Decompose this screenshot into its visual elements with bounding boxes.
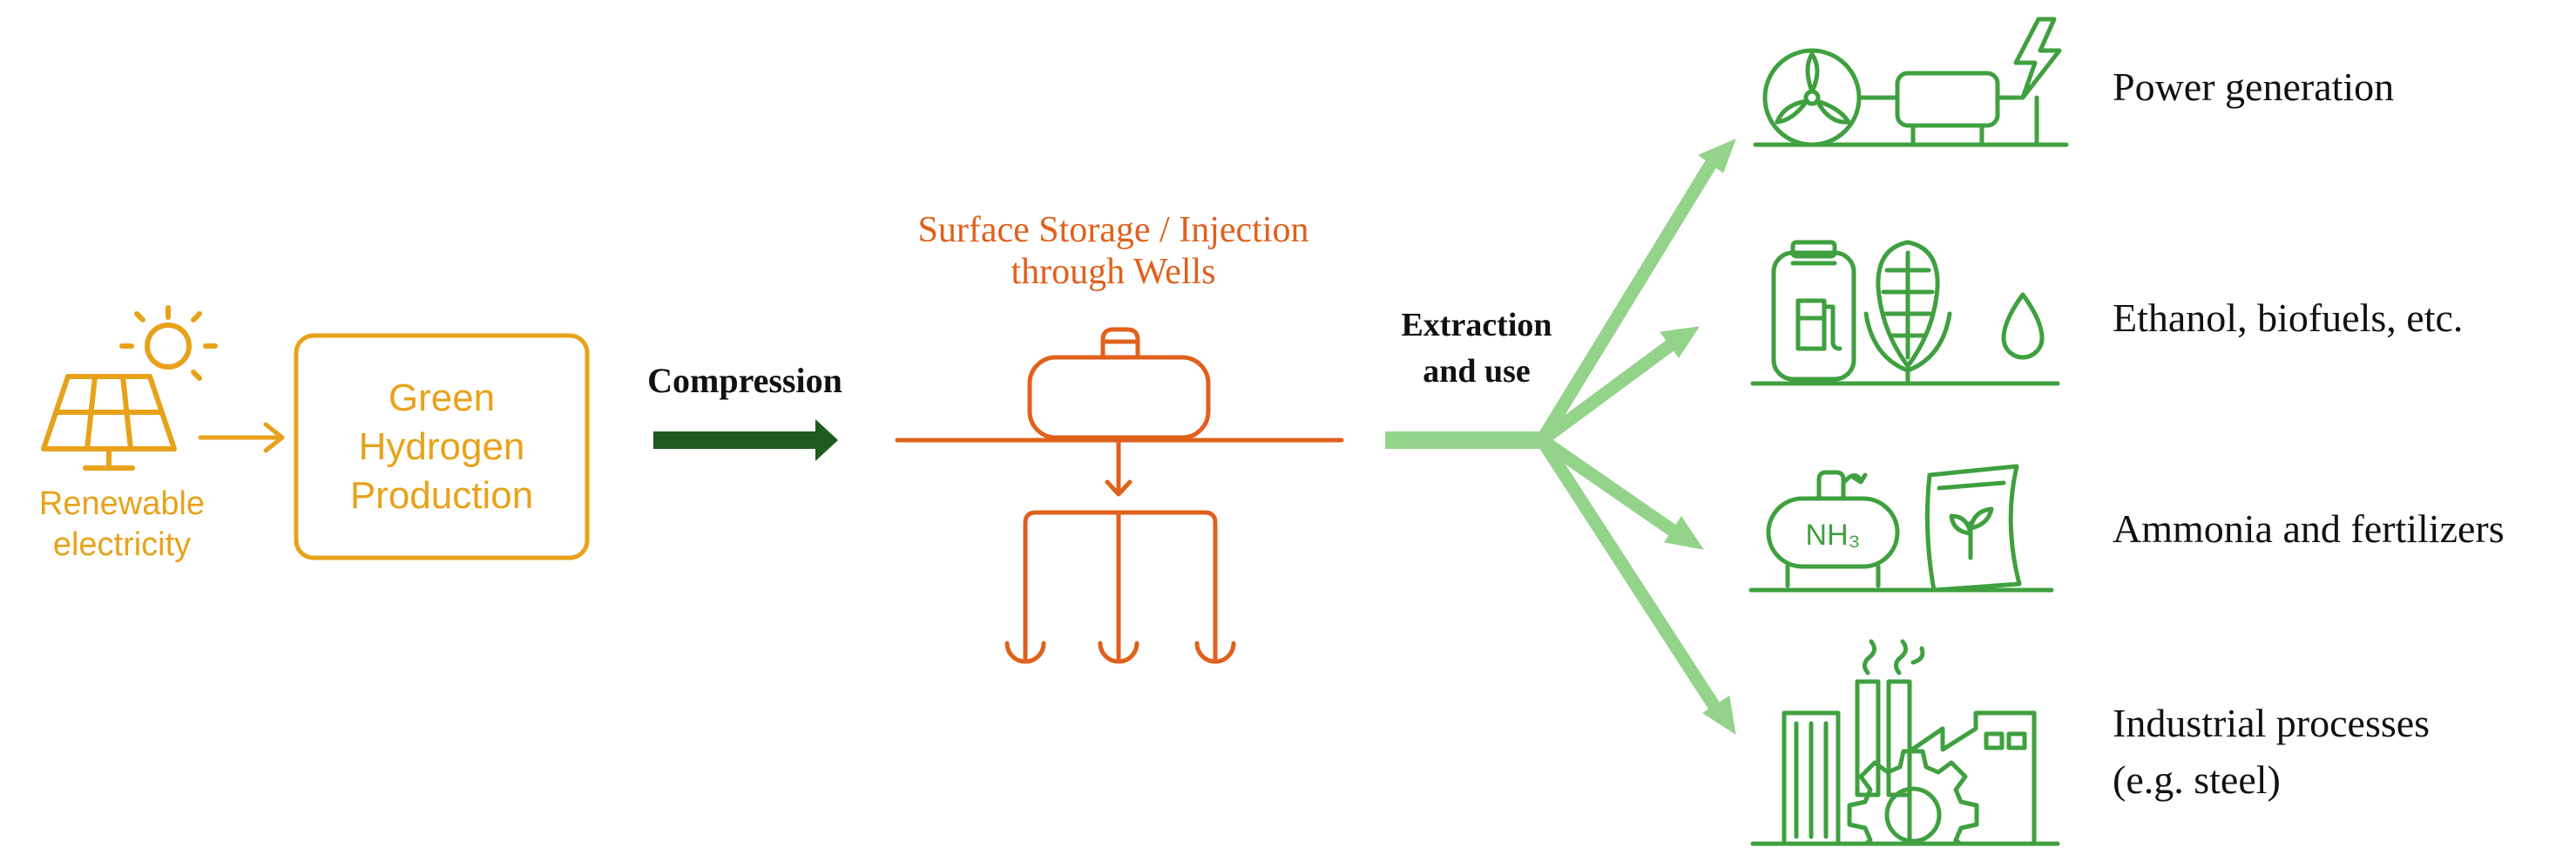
compression-arrow [653, 419, 838, 461]
extraction-arrows [1385, 139, 1736, 736]
solar-panel-sun-icon [41, 305, 218, 471]
ammonia-tank-label: NH₃ [1806, 519, 1861, 552]
storage-line1: Surface Storage / Injection [918, 210, 1309, 250]
use-label-industrial-line2: (e.g. steel) [2113, 757, 2281, 802]
use-label-ammonia: Ammonia and fertilizers [2113, 506, 2505, 551]
ammonia-tank-fertilizer-bag-icon [1748, 464, 2054, 593]
use-label-industrial-line1: Industrial processes [2113, 701, 2430, 745]
production-box [294, 333, 590, 560]
use-label-power: Power generation [2113, 64, 2394, 109]
extraction-line2: and use [1423, 353, 1531, 390]
extraction-line1: Extraction [1401, 307, 1552, 343]
fuel-corn-drop-icon [1750, 240, 2060, 386]
use-label-ethanol: Ethanol, biofuels, etc. [2113, 295, 2463, 340]
storage-line2: through Wells [1011, 252, 1216, 292]
production-line3: Production [350, 474, 533, 517]
production-line2: Hydrogen [359, 425, 525, 468]
production-line1: Green [389, 377, 495, 419]
compression-label: Compression [647, 361, 842, 400]
source-to-production-arrow [198, 422, 285, 453]
source-label-line2: electricity [53, 526, 191, 563]
source-label-line1: Renewable [39, 485, 205, 522]
wind-turbine-generator-icon [1753, 17, 2069, 147]
factory-gear-icon [1750, 639, 2060, 846]
storage-tank-wells-icon [895, 327, 1344, 664]
